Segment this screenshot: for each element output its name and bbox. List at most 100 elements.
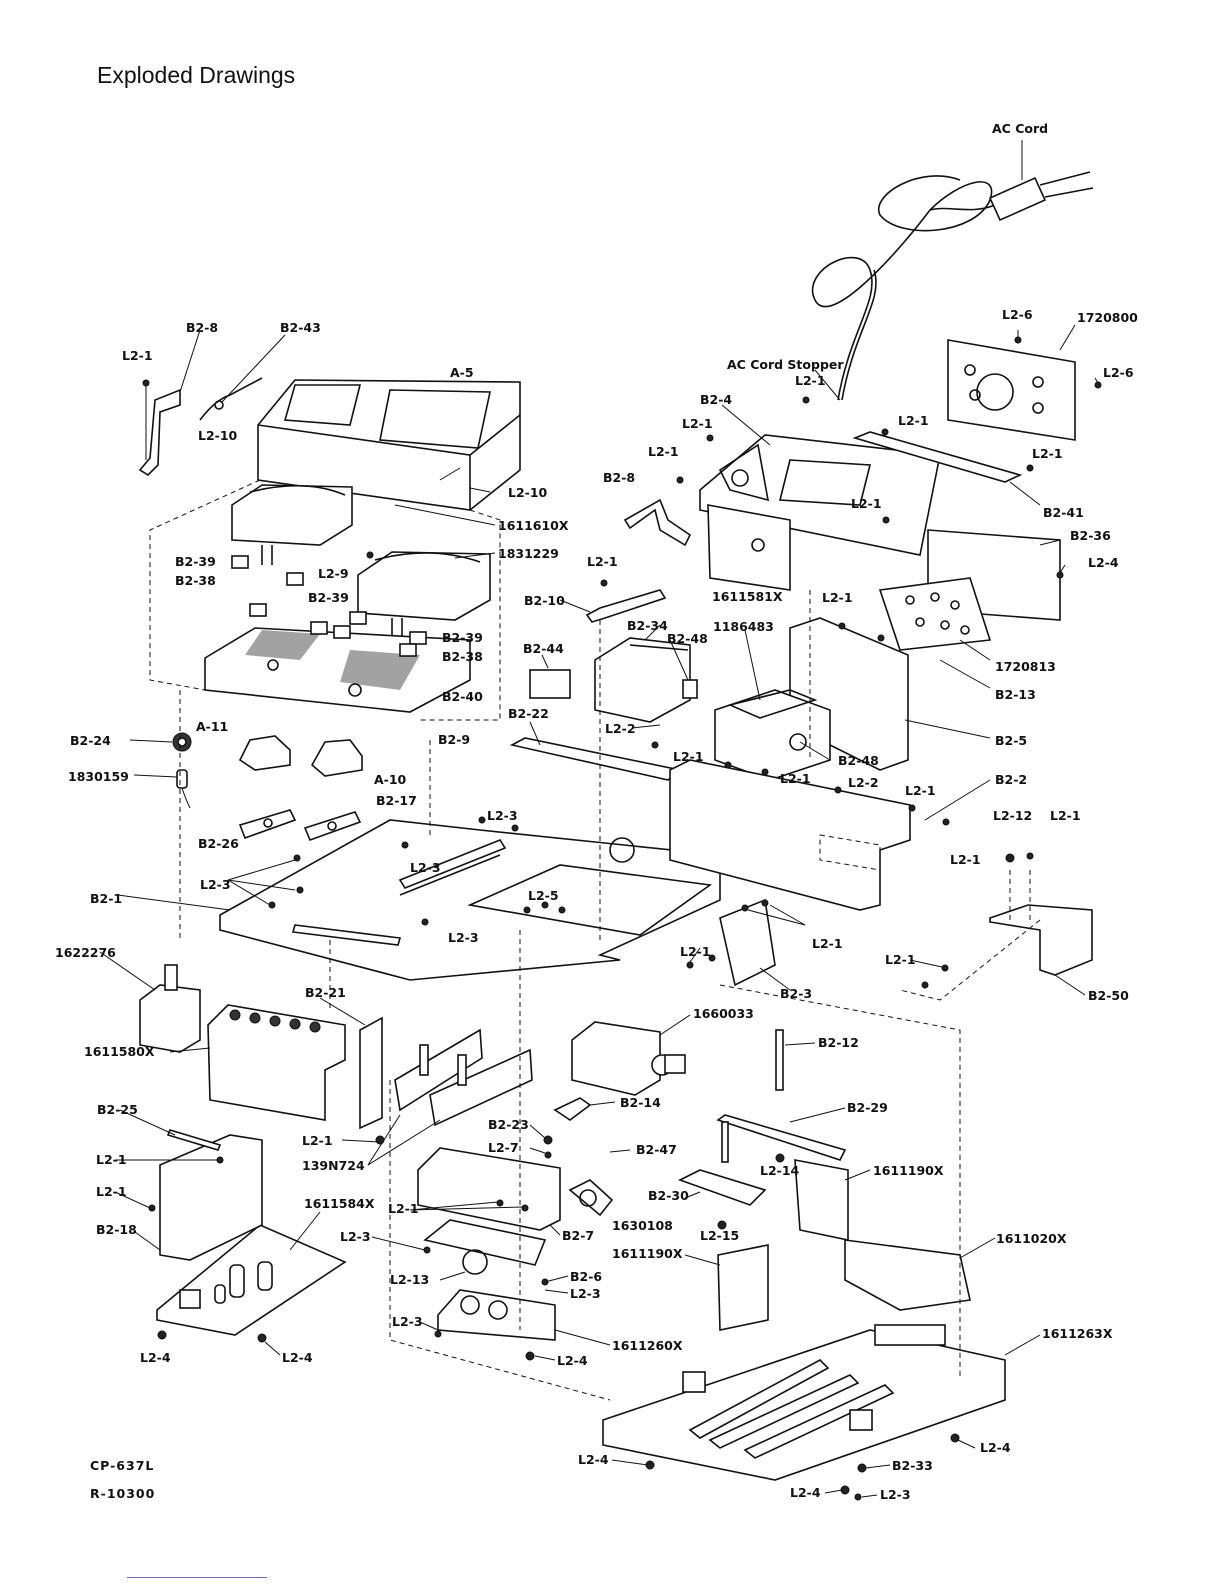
label-1660033: 1660033 — [693, 1006, 754, 1021]
label-l2-1: L2-1 — [950, 852, 981, 867]
label-b2-39: B2-39 — [442, 630, 483, 645]
label-b2-47: B2-47 — [636, 1142, 677, 1157]
ac-cord — [811, 140, 1094, 401]
label-l2-1: L2-1 — [1032, 446, 1063, 461]
plug-body — [988, 176, 1047, 222]
label-b2-48: B2-48 — [667, 631, 708, 646]
power-pcb — [156, 1129, 347, 1336]
label-a-11: A-11 — [196, 719, 228, 734]
label-l2-5: L2-5 — [528, 888, 559, 903]
label-l2-14: L2-14 — [760, 1163, 800, 1178]
label-b2-39: B2-39 — [175, 554, 216, 569]
label-l2-3: L2-3 — [340, 1229, 371, 1244]
label-b2-18: B2-18 — [96, 1222, 137, 1237]
label-l2-3: L2-3 — [410, 860, 441, 875]
label-l2-1: L2-1 — [680, 944, 711, 959]
meter-left — [231, 484, 353, 565]
plate-b2-21 — [359, 1016, 383, 1130]
label-1831229: 1831229 — [498, 546, 559, 561]
rear-panel — [699, 339, 1076, 651]
label-b2-10: B2-10 — [524, 593, 565, 608]
label-l2-10: L2-10 — [508, 485, 548, 500]
label-b2-12: B2-12 — [818, 1035, 859, 1050]
rear-rod — [852, 431, 1023, 483]
terminal-board — [878, 577, 992, 651]
label-l2-4: L2-4 — [1088, 555, 1119, 570]
label-1720813: 1720813 — [995, 659, 1056, 674]
label-b2-9: B2-9 — [438, 732, 470, 747]
label-a-10: A-10 — [374, 772, 407, 787]
label-b2-36: B2-36 — [1070, 528, 1111, 543]
label-b2-14: B2-14 — [620, 1095, 661, 1110]
meter-bracket — [204, 627, 471, 713]
board-1611190x-b — [717, 1244, 769, 1331]
board-1611190x-a — [794, 1159, 849, 1241]
label-l2-3: L2-3 — [200, 877, 231, 892]
label-l2-4: L2-4 — [282, 1350, 313, 1365]
label-l2-1: L2-1 — [587, 554, 618, 569]
label-l2-6: L2-6 — [1103, 365, 1134, 380]
feet — [238, 735, 363, 842]
left-bracket — [138, 377, 263, 477]
label-a-5: A-5 — [450, 365, 474, 380]
label-b2-25: B2-25 — [97, 1102, 138, 1117]
label-139n724: 139N724 — [302, 1158, 365, 1173]
solenoid — [571, 1021, 686, 1096]
label-l2-1: L2-1 — [673, 749, 704, 764]
label-l2-1: L2-1 — [388, 1201, 419, 1216]
label-l2-1: L2-1 — [1050, 808, 1081, 823]
label-1611581x: 1611581X — [712, 589, 783, 604]
label-b2-8: B2-8 — [186, 320, 218, 335]
switch-block — [207, 1004, 346, 1121]
label-l2-3: L2-3 — [448, 930, 479, 945]
meter-pads — [231, 555, 427, 657]
label-l2-3: L2-3 — [487, 808, 518, 823]
transformer — [714, 689, 831, 781]
lower-assembly — [417, 1097, 614, 1341]
board-1611020x — [844, 1239, 971, 1311]
label-1630108: 1630108 — [612, 1218, 673, 1233]
part-labels: AC Cord AC Cord Stopper 1720800 L2-6 L2-… — [55, 121, 1138, 1502]
label-b2-26: B2-26 — [198, 836, 239, 851]
label-1611260x: 1611260X — [612, 1338, 683, 1353]
bracket-b2-3 — [719, 898, 776, 987]
post-arm — [677, 1029, 847, 1206]
label-b2-34: B2-34 — [627, 618, 668, 633]
switch-1622276 — [139, 964, 201, 1053]
label-ac-cord-stopper: AC Cord Stopper — [727, 357, 844, 372]
label-l2-1: L2-1 — [795, 373, 826, 388]
footer-link-underline — [127, 1577, 267, 1578]
label-b2-4: B2-4 — [700, 392, 732, 407]
label-l2-4: L2-4 — [790, 1485, 821, 1500]
label-b2-29: B2-29 — [847, 1100, 888, 1115]
label-l2-12: L2-12 — [993, 808, 1032, 823]
label-l2-1: L2-1 — [302, 1133, 333, 1148]
faders — [394, 1028, 533, 1127]
label-l2-15: L2-15 — [700, 1228, 739, 1243]
label-l2-2: L2-2 — [605, 721, 636, 736]
label-l2-4: L2-4 — [980, 1440, 1011, 1455]
label-b2-48: B2-48 — [838, 753, 879, 768]
label-1611263x: 1611263X — [1042, 1326, 1113, 1341]
label-l2-1: L2-1 — [682, 416, 713, 431]
label-b2-43: B2-43 — [280, 320, 321, 335]
assembly-lines — [149, 479, 1041, 1401]
front-cover — [257, 379, 521, 511]
leader-lines — [99, 324, 1099, 1498]
label-b2-50: B2-50 — [1088, 988, 1129, 1003]
page-title: Exploded Drawings — [97, 62, 296, 88]
lamp-knob — [172, 732, 192, 809]
label-l2-1: L2-1 — [812, 936, 843, 951]
label-1622276: 1622276 — [55, 945, 116, 960]
label-l2-1: L2-1 — [122, 348, 153, 363]
label-l2-2: L2-2 — [848, 775, 879, 790]
main-chassis — [219, 819, 721, 981]
label-l2-7: L2-7 — [488, 1140, 519, 1155]
label-b2-13: B2-13 — [995, 687, 1036, 702]
label-l2-4: L2-4 — [557, 1353, 588, 1368]
label-b2-7: B2-7 — [562, 1228, 594, 1243]
meter-right — [357, 551, 491, 640]
mid-bracket — [623, 476, 692, 547]
label-l2-1: L2-1 — [822, 590, 853, 605]
main-pcb — [602, 1324, 1006, 1481]
